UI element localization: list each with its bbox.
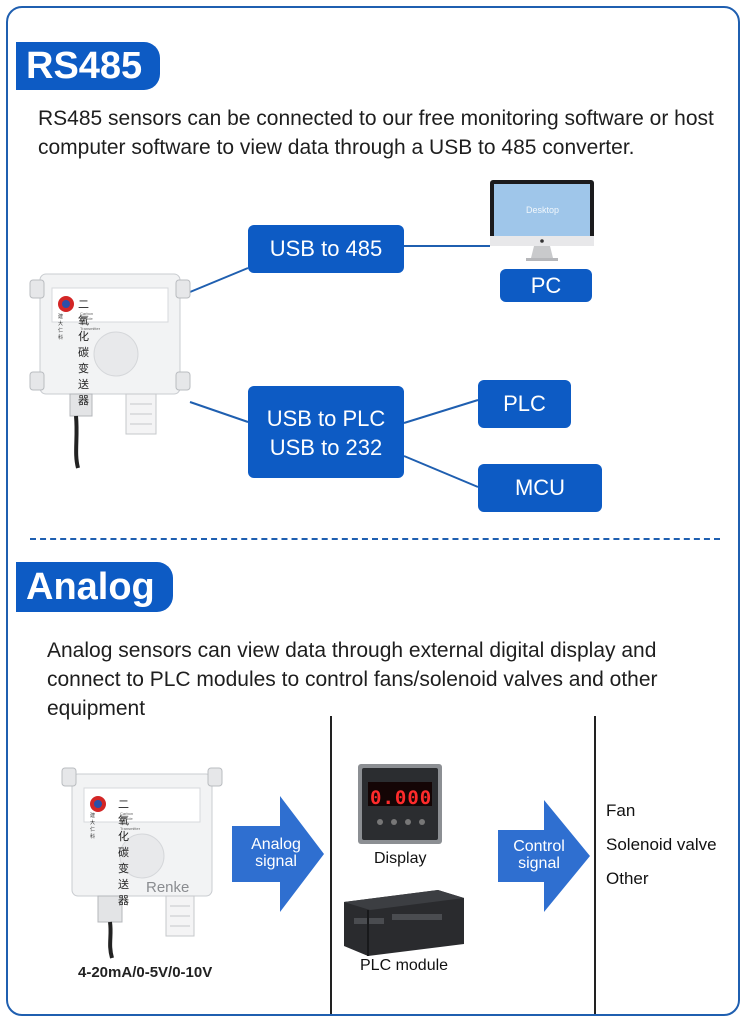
output-fan: Fan bbox=[606, 801, 636, 820]
control-signal-arrow bbox=[498, 800, 590, 912]
outer-frame bbox=[6, 6, 740, 1016]
device-label-english: Carbon dioxide CO2 Transmitter bbox=[80, 311, 101, 331]
usb-to-232-label: USB to 232 bbox=[269, 435, 383, 460]
output-solenoid-valve: Solenoid valve bbox=[606, 835, 717, 854]
rs485-section-tag: RS485 bbox=[16, 42, 161, 90]
usb-to-plc-label: USB to PLC bbox=[266, 406, 386, 431]
analog-section-tag: Analog bbox=[16, 562, 173, 612]
digital-display-device bbox=[358, 764, 442, 844]
sensor-housing bbox=[29, 273, 191, 469]
plc-module-device bbox=[344, 890, 464, 956]
control-label-line2: signal bbox=[518, 855, 560, 872]
column-divider-left bbox=[330, 716, 332, 1014]
monitor-screen-text: Desktop bbox=[526, 205, 560, 215]
monitor-icon bbox=[490, 180, 594, 261]
display-readout: 0.000 bbox=[370, 787, 433, 809]
mcu-target-box: MCU bbox=[478, 464, 602, 512]
display-label: Display bbox=[374, 850, 427, 867]
device-label-brand: 建大仁科 bbox=[58, 314, 64, 341]
renke-watermark: Renke bbox=[146, 879, 190, 896]
usb-to-plc-232-box: USB to PLC USB to 232 bbox=[248, 386, 404, 478]
sensor-housing-analog bbox=[61, 767, 223, 959]
output-range-label: 4-20mA/0-5V/0-10V bbox=[78, 964, 213, 981]
control-label-line1: Control bbox=[513, 838, 565, 855]
device-label-chinese-analog: 二氧化碳变送器 bbox=[118, 798, 129, 907]
plc-target-box: PLC bbox=[478, 380, 571, 428]
device-label-brand-analog: 建大仁科 bbox=[90, 813, 96, 840]
analog-label-line2: signal bbox=[255, 853, 297, 870]
column-divider-right bbox=[594, 716, 596, 1014]
rs485-description: RS485 sensors can be connected to our fr… bbox=[38, 107, 714, 159]
output-other: Other bbox=[606, 869, 649, 888]
analog-description: Analog sensors can view data through ext… bbox=[47, 639, 658, 720]
analog-signal-arrow bbox=[232, 796, 324, 912]
usb-to-485-button: USB to 485 bbox=[248, 225, 404, 273]
control-signal-label: Control signal bbox=[506, 838, 572, 872]
pc-target-box: PC bbox=[500, 269, 592, 302]
analog-label-line1: Analog bbox=[251, 836, 301, 853]
device-label-chinese: 二氧化碳变送器 bbox=[78, 298, 89, 407]
analog-signal-label: Analog signal bbox=[244, 836, 308, 870]
plc-module-label: PLC module bbox=[360, 957, 449, 974]
section-divider bbox=[30, 538, 720, 540]
device-label-english-analog: Carbon dioxide CO2 Transmitter bbox=[120, 811, 141, 831]
